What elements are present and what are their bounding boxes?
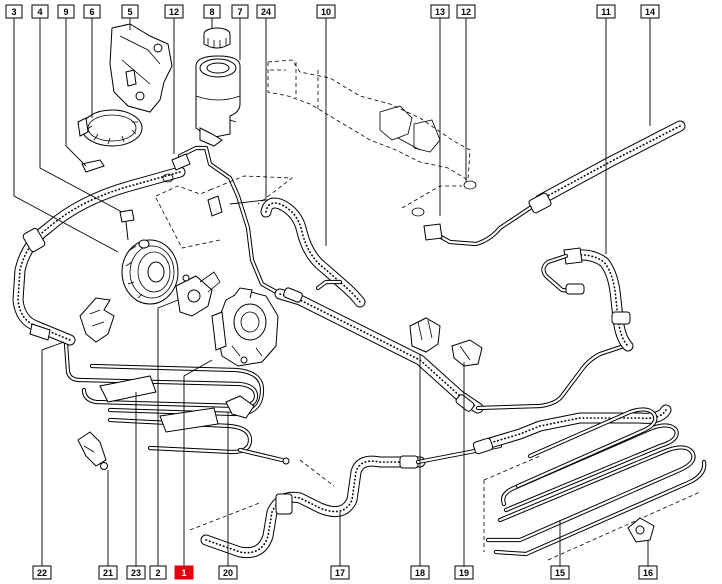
callout-3: 3 xyxy=(5,4,23,19)
callout-8-label: 8 xyxy=(209,7,214,17)
callout-17: 17 xyxy=(330,565,350,580)
callout-20: 20 xyxy=(218,565,238,580)
callout-7: 7 xyxy=(231,4,249,19)
callout-16: 16 xyxy=(638,565,658,580)
callout-24: 24 xyxy=(256,4,276,19)
callout-23: 23 xyxy=(126,565,146,580)
callout-4-label: 4 xyxy=(37,7,42,17)
callout-13: 13 xyxy=(430,4,450,19)
callout-12-top-right: 12 xyxy=(456,4,476,19)
pump-hub-2 xyxy=(175,271,221,317)
callout-5: 5 xyxy=(121,4,139,19)
callout-11-label: 11 xyxy=(601,7,611,17)
pump-pulley xyxy=(121,239,179,305)
callout-21: 21 xyxy=(98,565,118,580)
reservoir-clamp xyxy=(77,109,143,147)
callout-9: 9 xyxy=(57,4,75,19)
leader-lines xyxy=(13,18,651,566)
callout-3-label: 3 xyxy=(11,7,16,17)
callout-22: 22 xyxy=(32,565,52,580)
callout-18-label: 18 xyxy=(415,568,425,578)
callout-12-top-right-label: 12 xyxy=(461,7,471,17)
callout-22-label: 22 xyxy=(37,568,47,578)
callout-19-label: 19 xyxy=(459,568,469,578)
callout-24-label: 24 xyxy=(261,7,271,17)
cooler-15 xyxy=(483,407,707,561)
callout-21-label: 21 xyxy=(103,568,113,578)
callout-7-label: 7 xyxy=(237,7,242,17)
callout-6-label: 6 xyxy=(89,7,94,17)
clip-21 xyxy=(77,431,108,470)
callout-5-label: 5 xyxy=(127,7,132,17)
callout-14-label: 14 xyxy=(645,7,655,17)
power-steering-pump xyxy=(211,287,279,367)
steering-rack xyxy=(267,59,477,217)
callout-15-label: 15 xyxy=(555,568,565,578)
hose-14 xyxy=(423,120,686,247)
callout-2-label: 2 xyxy=(155,568,160,578)
callout-12-top-left-label: 12 xyxy=(169,7,179,17)
callout-9-label: 9 xyxy=(63,7,68,17)
fluid-reservoir xyxy=(195,27,241,147)
callout-4: 4 xyxy=(31,4,49,19)
callout-20-label: 20 xyxy=(223,568,233,578)
clip-19 xyxy=(451,339,483,367)
cooler-loop-23 xyxy=(63,341,290,465)
hose-bracket-left xyxy=(79,297,115,343)
callout-1: 1 xyxy=(174,565,194,580)
callout-2: 2 xyxy=(149,565,167,580)
callout-18: 18 xyxy=(410,565,430,580)
clip-16 xyxy=(627,517,655,543)
return-hose-17 xyxy=(189,404,672,559)
callout-12-top-left: 12 xyxy=(164,4,184,19)
callout-13-label: 13 xyxy=(435,7,445,17)
callout-6: 6 xyxy=(83,4,101,19)
callout-19: 19 xyxy=(454,565,474,580)
pressure-hose xyxy=(274,287,627,414)
clip-9 xyxy=(81,159,105,173)
callout-10: 10 xyxy=(316,4,336,19)
callout-17-label: 17 xyxy=(335,568,345,578)
callout-8: 8 xyxy=(203,4,221,19)
clip-20 xyxy=(225,395,255,419)
pump-bracket xyxy=(109,23,173,113)
callout-1-label: 1 xyxy=(181,568,186,578)
callout-11: 11 xyxy=(596,4,616,19)
hose-11 xyxy=(541,247,634,352)
callout-14: 14 xyxy=(640,4,660,19)
callout-15: 15 xyxy=(550,565,570,580)
callout-16-label: 16 xyxy=(643,568,653,578)
hose-10 xyxy=(260,197,366,308)
callout-10-label: 10 xyxy=(321,7,331,17)
pipe-12-reservoir xyxy=(155,145,294,297)
bolt-4 xyxy=(119,209,135,241)
callout-23-label: 23 xyxy=(131,568,141,578)
hose-3 xyxy=(12,166,186,346)
clip-18 xyxy=(409,317,441,353)
